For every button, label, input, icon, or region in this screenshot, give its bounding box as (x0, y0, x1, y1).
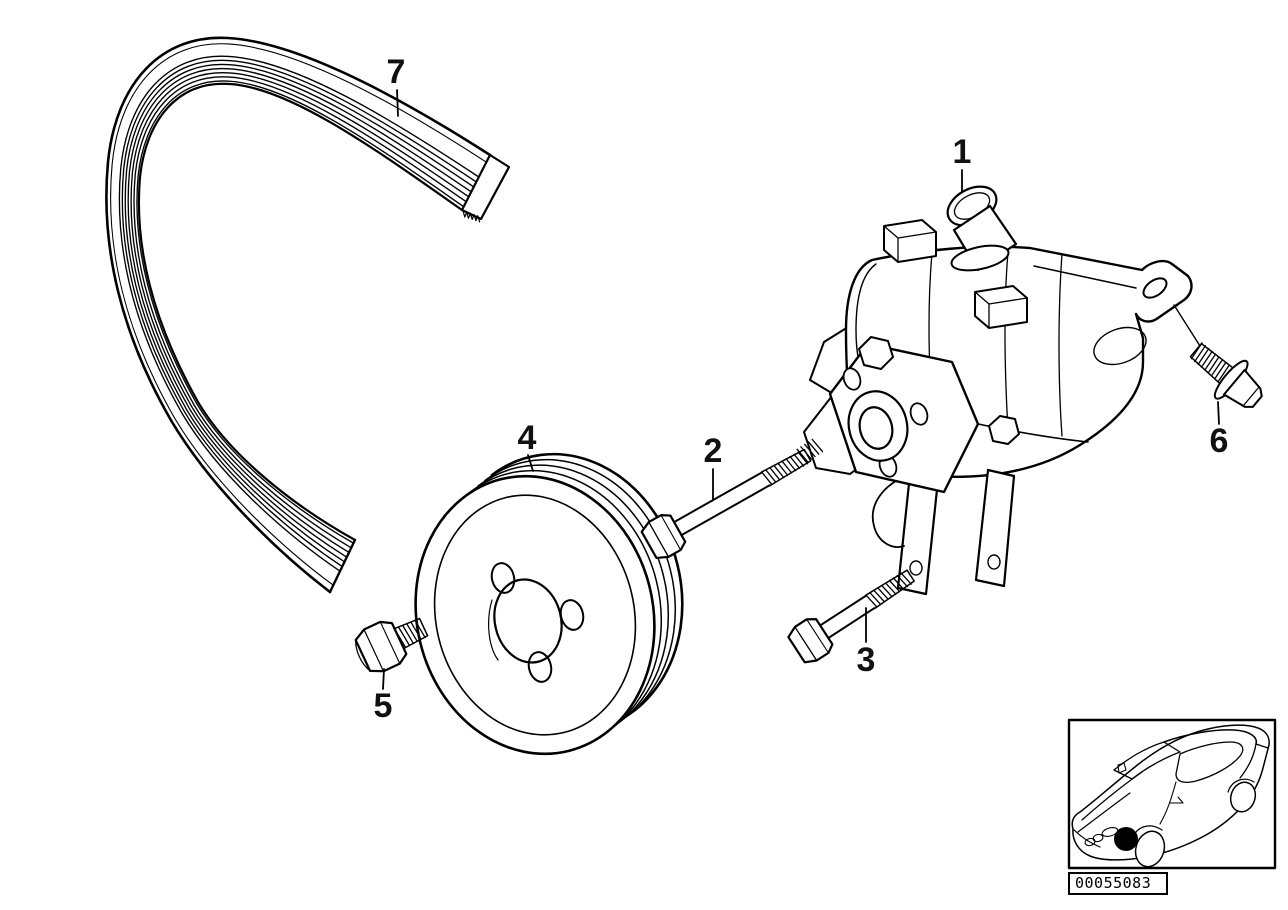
bracket-ear-hole (1142, 277, 1168, 299)
bolt-long (640, 448, 812, 560)
callout-5[interactable]: 5 (373, 687, 393, 725)
stud-threads (796, 438, 824, 463)
pulley-bolt-hole (527, 651, 553, 683)
pump-lug (883, 219, 937, 263)
bracket-leg (974, 468, 1016, 588)
bolt-threads (394, 619, 426, 648)
fitted-hex-bolt (858, 336, 894, 370)
car-headlight (1101, 827, 1119, 837)
callout-4[interactable]: 4 (517, 419, 537, 457)
ribbed-drive-belt (105, 36, 492, 594)
callout-6[interactable]: 6 (1209, 422, 1229, 460)
pump-cylinder-end (1093, 326, 1147, 366)
car-front-wheel (1134, 830, 1166, 868)
car-grille (1084, 837, 1096, 847)
bolt-flanged (1189, 342, 1263, 408)
pulley-bolt-hole (490, 562, 516, 594)
callout-1[interactable]: 1 (952, 133, 972, 171)
belt-bottom-cut (328, 538, 357, 594)
bolt-threads (865, 572, 912, 608)
car-mirror (1117, 762, 1127, 774)
leader-6 (1217, 401, 1220, 425)
pulley-bolt-hole (559, 599, 585, 631)
bolt-threads (761, 451, 809, 485)
image-id-box: 00055083 (1068, 872, 1168, 895)
pulley (414, 452, 684, 756)
bolt-short (354, 617, 429, 673)
leader-5 (382, 668, 385, 690)
image-id-text: 00055083 (1075, 874, 1152, 892)
callout-2[interactable]: 2 (703, 432, 723, 470)
flange-shaft-boss (847, 390, 909, 462)
leader-4 (527, 454, 534, 472)
car-location-inset (1067, 718, 1277, 870)
pulley-front-face (414, 474, 656, 756)
bolt-medium (787, 569, 915, 664)
sedan-three-quarter-view-icon (1071, 724, 1270, 868)
car-grille (1092, 833, 1104, 843)
leader-lines (382, 89, 1220, 690)
belt-cut-ends (328, 153, 511, 594)
power-steering-pump (796, 185, 1201, 596)
ear-to-bolt-line (1173, 304, 1201, 347)
callout-3[interactable]: 3 (856, 641, 876, 679)
leader-7 (396, 89, 399, 117)
car-rear-wheel (1229, 781, 1257, 813)
component-location-dot (1114, 827, 1138, 851)
pump-lug (974, 285, 1028, 329)
fitted-hex-bolt (988, 415, 1020, 445)
belt-rib-teeth (462, 210, 481, 223)
belt-end-face (460, 153, 511, 221)
callout-7[interactable]: 7 (386, 53, 406, 91)
